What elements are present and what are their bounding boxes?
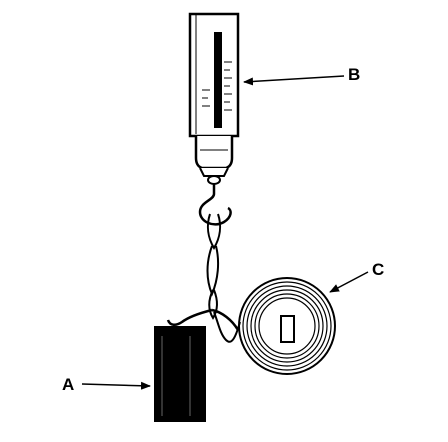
- hand-block: [154, 326, 206, 422]
- spring-arbor: [280, 315, 295, 343]
- scale-indicator-bar: [214, 32, 222, 128]
- clock-spring: [213, 277, 336, 375]
- callout-arrow-a: [81, 381, 151, 390]
- callout-label-a: A: [62, 375, 74, 394]
- callout-arrow-c: [329, 271, 369, 293]
- scale-hook: [198, 193, 232, 226]
- spring-scale: [188, 12, 240, 226]
- callout-label-b: B: [348, 65, 360, 84]
- scale-graduations: [202, 61, 232, 111]
- wire-link: [206, 213, 222, 320]
- scale-collar: [194, 136, 234, 170]
- scale-swivel: [207, 175, 221, 185]
- scale-tip: [199, 167, 229, 177]
- callout-label-c: C: [372, 260, 384, 279]
- clip-hook: [166, 308, 240, 331]
- callout-arrow-b: [243, 75, 345, 86]
